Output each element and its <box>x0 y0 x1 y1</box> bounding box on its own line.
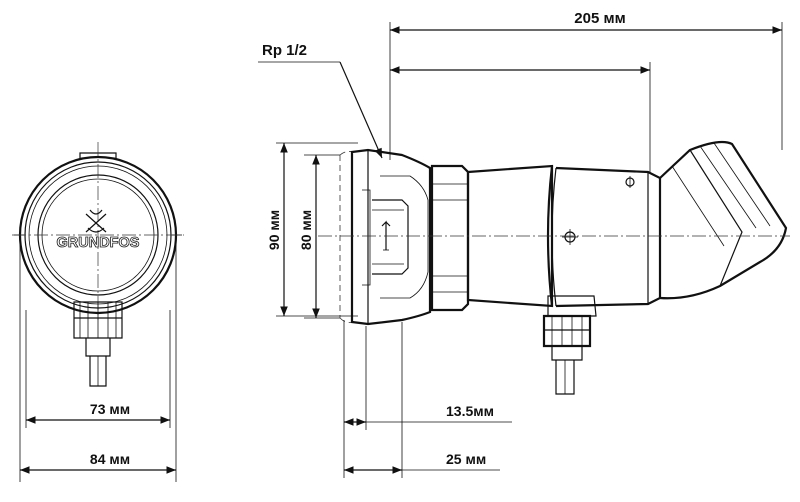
side-dimensions: 205 мм 90 мм 80 мм Rp 1/2 13.5мм 25 мм <box>258 10 783 478</box>
flow-arrow-icon <box>381 220 391 250</box>
dim-width-73: 73 мм <box>90 401 130 417</box>
front-width-dimensions: 73 мм 84 мм <box>19 240 177 482</box>
brand-name: GRUNDFOS <box>57 235 140 251</box>
front-view: GRUNDFOS <box>12 142 184 387</box>
dim-offset-25: 25 мм <box>446 451 486 467</box>
dim-height-90: 90 мм <box>266 210 282 250</box>
grundfos-logo-icon <box>85 209 107 233</box>
dim-offset-13-5: 13.5мм <box>446 403 494 419</box>
dim-length-205: 205 мм <box>574 10 625 27</box>
side-view <box>318 140 790 395</box>
dim-width-84: 84 мм <box>90 451 130 467</box>
thread-label: Rp 1/2 <box>262 42 307 59</box>
dim-height-80: 80 мм <box>298 210 314 250</box>
